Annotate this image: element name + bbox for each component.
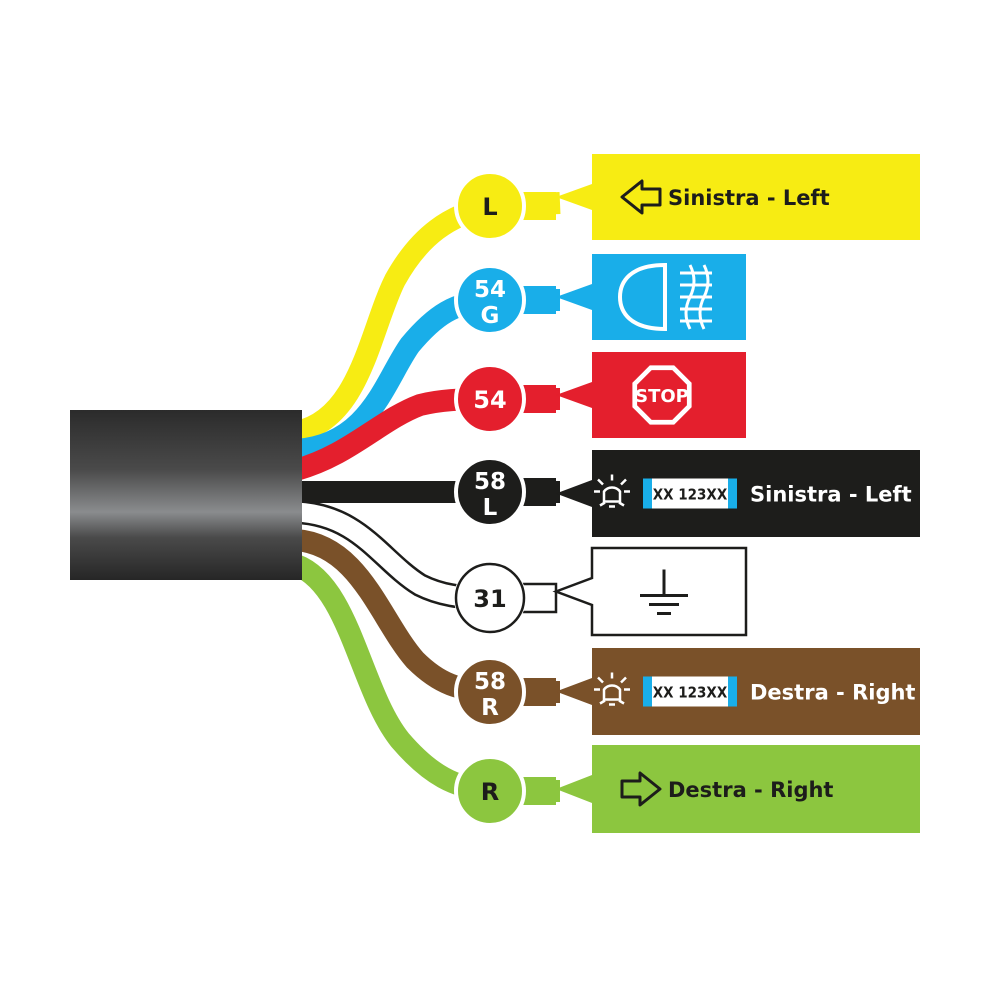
pin-label-line1: 58 xyxy=(474,669,506,695)
tag-54G xyxy=(556,254,746,340)
connector-31 xyxy=(518,582,558,614)
license-plate-light-icon xyxy=(594,672,630,706)
pin-label: R xyxy=(481,778,499,806)
tag-label-L: Sinistra - Left xyxy=(668,186,830,210)
fog-light-icon xyxy=(617,262,712,332)
pin-label-line1: 54 xyxy=(474,277,506,303)
tag-label-R: Destra - Right xyxy=(668,778,833,802)
stop-sign-text: STOP xyxy=(635,386,689,407)
pin-label: 54 xyxy=(473,386,506,414)
tag-label-58L: Sinistra - Left xyxy=(750,483,912,507)
pin-58R: 58R xyxy=(454,656,526,728)
pin-31: 31 xyxy=(454,562,526,634)
pin-label: 31 xyxy=(473,585,506,613)
pin-label-line2: L xyxy=(483,495,498,521)
cable-body xyxy=(70,410,302,580)
tag-58L xyxy=(556,450,920,537)
tag-R xyxy=(556,745,920,833)
pin-L: L xyxy=(454,170,526,242)
arrow-right-icon xyxy=(620,771,662,807)
pin-label-line2: G xyxy=(481,303,500,329)
tag-58R xyxy=(556,648,920,735)
tag-label-58R: Destra - Right xyxy=(750,681,915,705)
license-plate: XX 123XX xyxy=(643,478,737,509)
pin-R: R xyxy=(454,755,526,827)
pin-label: L xyxy=(482,193,497,221)
arrow-left-icon xyxy=(620,179,662,215)
pin-54: 54 xyxy=(454,363,526,435)
license-plate-light-icon xyxy=(594,474,630,508)
license-plate-text: XX 123XX xyxy=(653,684,728,702)
pin-58L: 58L xyxy=(454,456,526,528)
stop-sign-icon: STOP xyxy=(632,365,692,425)
license-plate-text: XX 123XX xyxy=(653,486,728,504)
license-plate: XX 123XX xyxy=(643,676,737,707)
pin-label-line2: R xyxy=(481,695,499,721)
pin-label-line1: 58 xyxy=(474,469,506,495)
wire-blue xyxy=(294,289,560,461)
tag-L xyxy=(556,154,920,240)
pin-54G: 54G xyxy=(454,264,526,336)
ground-icon xyxy=(640,569,688,615)
tag-31 xyxy=(552,546,748,637)
